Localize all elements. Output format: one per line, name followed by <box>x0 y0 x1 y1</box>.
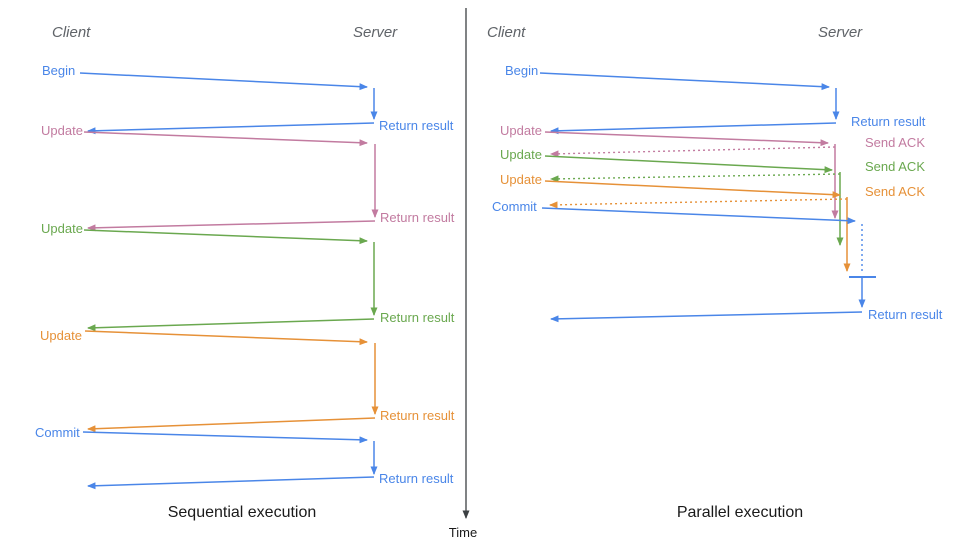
seq-client-header: Client <box>52 24 91 41</box>
par-update1-label: Update <box>500 123 542 138</box>
seq-update1-return-arrow <box>87 220 376 232</box>
par-update1-ack-arrow <box>550 146 836 158</box>
seq-update3-label: Update <box>40 328 82 343</box>
seq-commit-response-label: Return result <box>379 471 454 486</box>
par-update3-request-arrow <box>544 180 841 199</box>
par-update3-label: Update <box>500 172 542 187</box>
par-update2-ack-label: Send ACK <box>865 159 925 174</box>
seq-update2-label: Update <box>41 221 83 236</box>
par-update3-ack-label: Send ACK <box>865 184 925 199</box>
par-commit-label: Commit <box>492 199 537 214</box>
time-axis-label: Time <box>449 525 477 540</box>
par-begin-request-arrow <box>539 72 830 91</box>
par-update3-ack-arrow <box>549 198 848 209</box>
par-update2-ack-arrow <box>550 173 841 183</box>
par-commit-request-arrow <box>541 207 856 225</box>
par-update1-ack-label: Send ACK <box>865 135 925 150</box>
sequential-diagram: Client Server Begin Return result Update… <box>35 24 455 521</box>
par-update2-label: Update <box>500 147 542 162</box>
par-begin-return-arrow <box>550 122 837 135</box>
par-commit-response-label: Return result <box>868 307 943 322</box>
seq-update2-response-label: Return result <box>380 310 455 325</box>
seq-update1-response-label: Return result <box>380 210 455 225</box>
seq-commit-label: Commit <box>35 425 80 440</box>
seq-update2-request-arrow <box>83 229 368 245</box>
seq-commit-request-arrow <box>82 431 368 444</box>
seq-update1-label: Update <box>41 123 83 138</box>
seq-update3-return-arrow <box>87 417 376 433</box>
par-update1-request-arrow <box>544 131 829 147</box>
parallel-diagram: Client Server Begin Return result Update… <box>487 24 943 521</box>
seq-begin-return-arrow <box>87 122 375 135</box>
seq-update1-request-arrow <box>83 131 368 147</box>
par-begin-response-label: Return result <box>851 114 926 129</box>
seq-update3-response-label: Return result <box>380 408 455 423</box>
parallel-title: Parallel execution <box>677 504 803 521</box>
par-update2-request-arrow <box>544 155 833 174</box>
sequential-title: Sequential execution <box>168 504 317 521</box>
seq-server-header: Server <box>353 24 398 41</box>
seq-update3-request-arrow <box>84 330 368 346</box>
par-client-header: Client <box>487 24 526 41</box>
seq-begin-request-arrow <box>79 72 368 91</box>
par-begin-label: Begin <box>505 63 538 78</box>
seq-commit-return-arrow <box>87 476 375 490</box>
seq-begin-response-label: Return result <box>379 118 454 133</box>
seq-update2-return-arrow <box>87 318 375 332</box>
par-commit-return-arrow <box>550 311 863 323</box>
par-server-header: Server <box>818 24 863 41</box>
seq-begin-label: Begin <box>42 63 75 78</box>
